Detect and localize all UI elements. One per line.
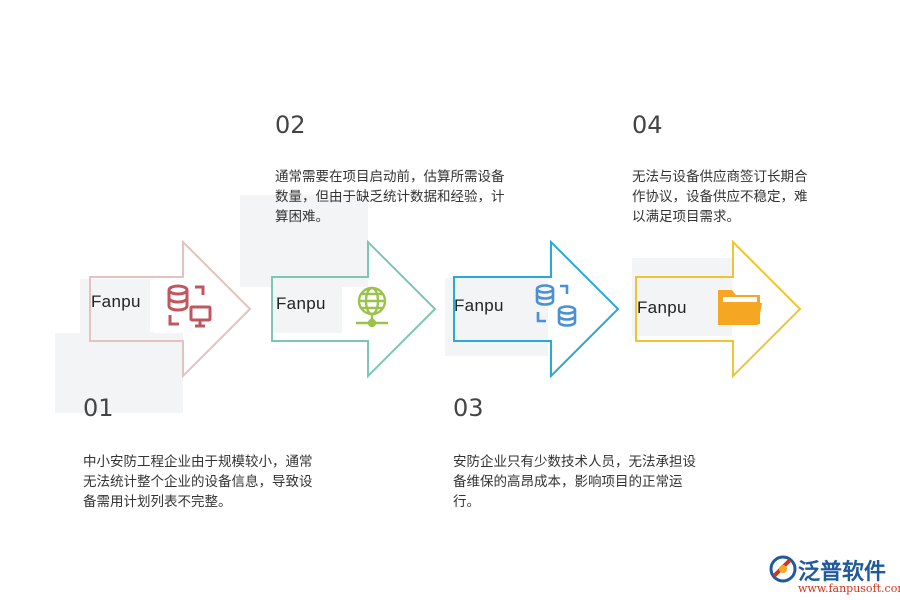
arrow-step-3	[453, 239, 620, 379]
decor-block-2a	[240, 195, 368, 287]
decor-block-3	[445, 278, 548, 356]
step-description-4: 无法与设备供应商签订长期合作协议，设备供应不稳定，难以满足项目需求。	[632, 169, 808, 224]
step-number-1: 01	[83, 394, 114, 422]
decor-block-1a	[80, 279, 153, 334]
globe-network-icon	[354, 285, 390, 329]
decor-block-4	[632, 258, 732, 336]
brand-label-3: Fanpu	[454, 296, 504, 315]
arrow-step-4	[635, 239, 802, 379]
step-number-2: 02	[275, 111, 306, 139]
brand-label-1: Fanpu	[91, 292, 141, 311]
decor-block-2b	[272, 278, 342, 333]
brand-label-2: Fanpu	[276, 294, 326, 313]
arrow-step-2	[271, 239, 437, 379]
database-sync-icon	[533, 283, 581, 331]
decor-block-1b	[55, 333, 183, 413]
logo-mark-icon	[769, 555, 797, 583]
step-number-4: 04	[632, 111, 663, 139]
step-description-3: 安防企业只有少数技术人员，无法承担设备维保的高昂成本，影响项目的正常运行。	[453, 454, 696, 509]
logo-url: www.fanpusoft.com	[798, 582, 900, 595]
step-description-2: 通常需要在项目启动前，估算所需设备数量，但由于缺乏统计数据和经验，计算困难。	[275, 169, 505, 224]
logo-name: 泛普软件	[798, 560, 887, 585]
step-number-3: 03	[453, 394, 484, 422]
database-computer-icon	[166, 283, 214, 331]
step-description-1: 中小安防工程企业由于规模较小，通常无法统计整个企业的设备信息，导致设备需用计划列…	[83, 454, 313, 509]
folder-icon	[717, 286, 763, 328]
arrow-step-1	[89, 239, 252, 379]
brand-label-4: Fanpu	[637, 298, 687, 317]
brand-logo: 泛普软件 www.fanpusoft.com	[768, 552, 900, 596]
